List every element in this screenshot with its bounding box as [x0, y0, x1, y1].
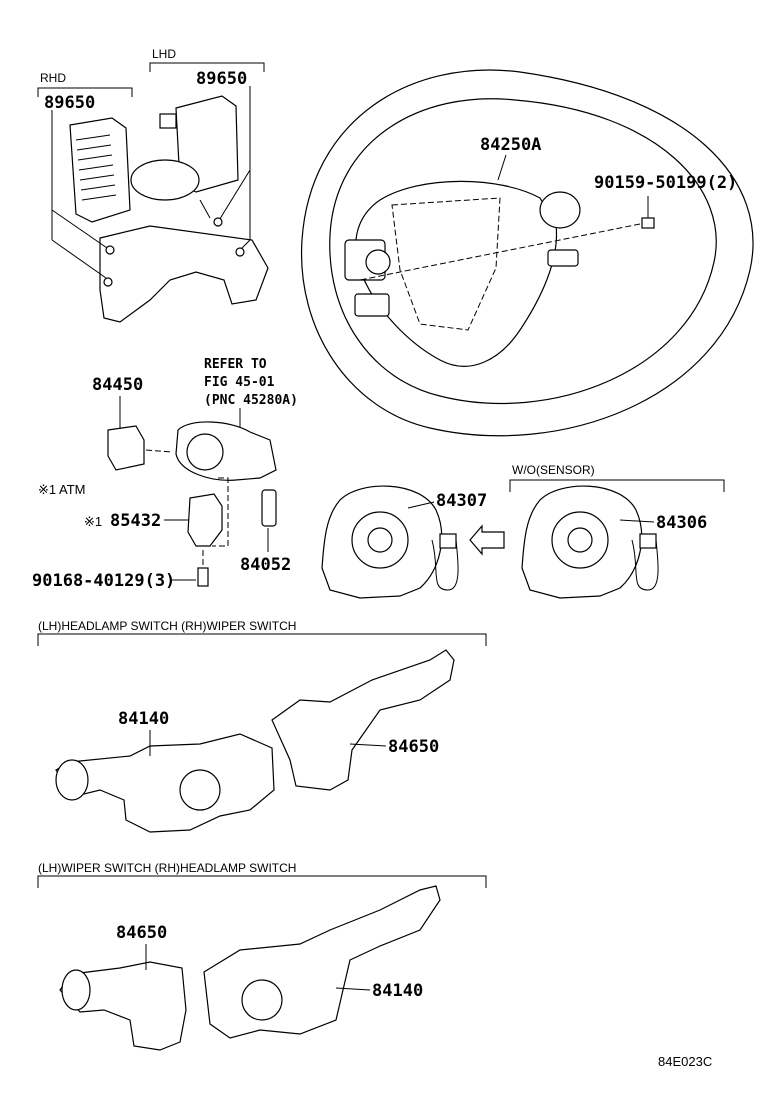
lhd-label: LHD — [152, 47, 176, 61]
control-module-rhd — [69, 117, 131, 223]
section-wiper-headlamp: (LH)WIPER SWITCH (RH)HEADLAMP SWITCH 846… — [37, 861, 487, 1051]
part-84650-b: 84650 — [116, 923, 167, 943]
right-spoke-switch — [547, 249, 579, 267]
section-headlamp-wiper: (LH)HEADLAMP SWITCH (RH)WIPER SWITCH 841… — [37, 619, 487, 833]
part-89650-rhd: 89650 — [44, 93, 95, 113]
arrow-icon — [469, 524, 505, 556]
wiper-switch-84650-b — [59, 961, 187, 1051]
part-84306: 84306 — [656, 513, 707, 533]
refer-line1: REFER TO — [204, 357, 267, 372]
headlamp-switch-84140 — [55, 733, 275, 833]
screw-90168 — [197, 567, 209, 587]
headlamp-switch-84140-b — [203, 885, 441, 1039]
part-84052: 84052 — [240, 555, 291, 575]
steering-wheel-area: 84250A 90159-50199(2) — [300, 69, 754, 437]
bolt-90159 — [641, 217, 655, 229]
section1-title: (LH)HEADLAMP SWITCH (RH)WIPER SWITCH — [38, 619, 296, 633]
part-84140-b: 84140 — [372, 981, 423, 1001]
refer-line3: (PNC 45280A) — [204, 393, 298, 408]
steering-column-bracket — [99, 225, 269, 323]
part-84140-a: 84140 — [118, 709, 169, 729]
module-89650-area: RHD 89650 LHD 89650 — [37, 47, 269, 323]
rhd-label: RHD — [40, 71, 66, 85]
part-90159-50199: 90159-50199(2) — [594, 173, 737, 193]
part-84250a: 84250A — [480, 135, 541, 155]
part-85432-mark: ※1 — [84, 514, 102, 529]
part-84650-a: 84650 — [388, 737, 439, 757]
wiper-switch-84650 — [271, 649, 455, 791]
part-85432: 85432 — [110, 511, 161, 531]
part-90168-40129: 90168-40129(3) — [32, 571, 175, 591]
wo-sensor-label: W/O(SENSOR) — [512, 463, 595, 477]
horn-button — [539, 191, 581, 229]
bulb-84052 — [261, 489, 277, 527]
figure-code: 84E023C — [658, 1054, 712, 1069]
refer-line2: FIG 45-01 — [204, 375, 275, 390]
switch-cluster-area: REFER TO FIG 45-01 (PNC 45280A) 84450 ※1… — [32, 357, 298, 591]
section2-title: (LH)WIPER SWITCH (RH)HEADLAMP SWITCH — [38, 861, 296, 875]
spiral-cable-area: W/O(SENSOR) 84307 84306 — [321, 463, 725, 599]
part-84307: 84307 — [436, 491, 487, 511]
part-84450: 84450 — [92, 375, 143, 395]
sensor-84450 — [107, 425, 145, 471]
part-89650-lhd: 89650 — [196, 69, 247, 89]
atm-note: ※1 ATM — [38, 482, 86, 497]
solenoid-85432 — [187, 493, 223, 547]
